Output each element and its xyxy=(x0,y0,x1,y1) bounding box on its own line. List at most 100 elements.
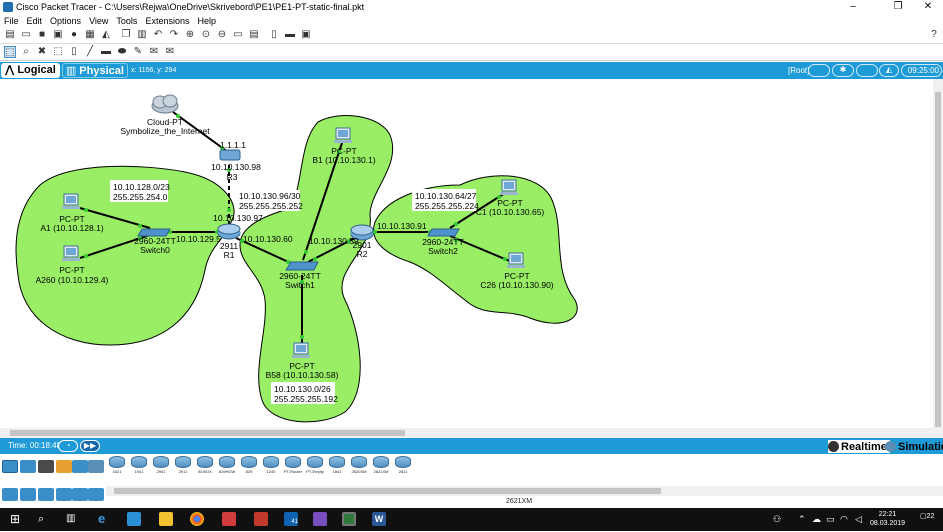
paste-icon[interactable]: ▥ xyxy=(137,29,147,40)
menu-view[interactable]: View xyxy=(89,15,109,26)
link-c26-switch2[interactable] xyxy=(449,235,513,263)
subcategory-routers-icon[interactable] xyxy=(2,488,18,501)
maximize-button[interactable]: ❐ xyxy=(893,1,903,12)
logical-workspace[interactable]: Cloud-PT Symbolize_the_Internet 1.1.1.1 … xyxy=(0,79,933,428)
custom-devices-icon[interactable]: ▤ xyxy=(249,29,259,40)
close-button[interactable]: ✕ xyxy=(923,1,933,12)
place-note-icon[interactable]: ▯ xyxy=(71,46,77,57)
category-connections-icon[interactable] xyxy=(56,460,72,473)
category-components-icon[interactable] xyxy=(38,460,54,473)
windows-start-icon[interactable]: ⊞ xyxy=(10,512,21,526)
network-label-r3-r1[interactable]: 10.10.130.96/30 255.255.255.252 xyxy=(236,190,303,211)
topology-canvas[interactable]: Cloud-PT Symbolize_the_Internet 1.1.1.1 … xyxy=(0,79,933,428)
battery-icon[interactable]: ▭ xyxy=(826,514,835,524)
network-info-icon[interactable]: ▦ xyxy=(85,29,95,40)
subcategory-wan-emu-icon[interactable] xyxy=(88,488,104,501)
device-1240[interactable]: 1240 xyxy=(260,456,282,476)
power-cycle-button[interactable]: ◔ xyxy=(58,440,78,452)
draw-rectangle-icon[interactable]: ▬ xyxy=(101,46,111,57)
cluster-lan-c[interactable] xyxy=(373,175,578,324)
device-2620xm[interactable]: 2620XM xyxy=(348,456,370,476)
draw-line-icon[interactable]: ╱ xyxy=(86,46,94,57)
device-829[interactable]: 829 xyxy=(238,456,260,476)
device-pt-router[interactable]: PT-Router xyxy=(282,456,304,476)
menu-help[interactable]: Help xyxy=(197,15,216,26)
switch-switch1[interactable]: 2960-24TT Switch1 xyxy=(279,261,321,290)
volume-icon[interactable]: ◁ xyxy=(855,514,862,524)
add-simple-pdu-icon[interactable]: ✉ xyxy=(149,46,159,57)
pc-b58[interactable]: PC-PT B58 (10.10.130.58) xyxy=(266,342,339,380)
notifications-icon[interactable]: ▢22 xyxy=(920,513,935,520)
freeform-icon[interactable]: ✎ xyxy=(133,46,143,57)
router-r2[interactable]: 2901 R2 10.10.130.59 10.10.130.91 xyxy=(309,221,427,259)
pc-a1[interactable]: PC-PT A1 (10.10.128.1) xyxy=(40,193,104,233)
category-end-devices-icon[interactable] xyxy=(20,460,36,473)
packet-tracer-taskbar-icon[interactable] xyxy=(342,512,356,526)
category-network-devices-icon[interactable] xyxy=(2,460,18,473)
show-hidden-icons[interactable]: ⌃ xyxy=(798,514,806,524)
switch-switch0[interactable]: 2960-24TT Switch0 xyxy=(134,228,176,255)
device-2901[interactable]: 2901 xyxy=(150,456,172,476)
zoom-out-icon[interactable]: ⊖ xyxy=(217,29,227,40)
menu-options[interactable]: Options xyxy=(50,15,82,26)
outlook-icon[interactable]: 41 xyxy=(284,512,298,526)
link-a1-switch0[interactable] xyxy=(79,207,151,229)
device-2911[interactable]: 2911 xyxy=(172,456,194,476)
camera-icon[interactable]: ▣ xyxy=(301,29,311,40)
device-4321[interactable]: 4321 xyxy=(106,456,128,476)
subcategory-hubs-icon[interactable] xyxy=(38,488,54,501)
app-icon[interactable] xyxy=(222,512,236,526)
onedrive-icon[interactable]: ☁ xyxy=(812,514,821,524)
help-icon[interactable]: ? xyxy=(931,29,937,40)
resize-shape-icon[interactable]: ⬚ xyxy=(53,46,63,57)
switch-switch2[interactable]: 2960-24TT Switch2 xyxy=(422,228,464,256)
horizontal-scrollbar[interactable] xyxy=(0,428,943,438)
router-r3[interactable]: 1.1.1.1 10.10.130.98 R3 xyxy=(211,140,261,182)
cloud-device[interactable]: Cloud-PT Symbolize_the_Internet xyxy=(120,94,210,136)
device-pt-empty[interactable]: PT-Empty xyxy=(304,456,326,476)
open-folder-icon[interactable]: ▭ xyxy=(21,29,31,40)
info-icon[interactable]: ● xyxy=(70,29,78,40)
link-c1-switch2[interactable] xyxy=(449,192,506,229)
new-file-icon[interactable]: ▤ xyxy=(5,29,15,40)
link-b1-switch1[interactable] xyxy=(302,142,343,261)
people-icon[interactable]: ⚇ xyxy=(773,514,782,524)
simulation-mode-button[interactable]: Simulation xyxy=(885,440,943,453)
store-icon[interactable] xyxy=(127,512,141,526)
realtime-mode-button[interactable]: Realtime xyxy=(828,440,890,453)
menu-file[interactable]: File xyxy=(4,15,19,26)
inspect-icon[interactable]: ⌕ xyxy=(23,46,29,57)
device-819hgw[interactable]: 819HGW xyxy=(216,456,238,476)
router-r1[interactable]: 10.10.130.97 2911 R1 10.10.129.5 10.10.1… xyxy=(176,213,293,260)
category-multiuser-icon[interactable] xyxy=(88,460,104,473)
pdf-reader-icon[interactable] xyxy=(254,512,268,526)
menu-edit[interactable]: Edit xyxy=(26,15,43,26)
vertical-scroll-thumb[interactable] xyxy=(935,92,941,427)
add-complex-pdu-icon[interactable]: ✉ xyxy=(165,46,175,57)
subcategory-wireless-icon[interactable] xyxy=(56,488,72,501)
search-icon[interactable]: ⌕ xyxy=(38,513,45,525)
tab-logical[interactable]: ⋀ Logical xyxy=(1,63,60,78)
tab-physical[interactable]: ▥ Physical xyxy=(61,63,128,78)
delete-icon[interactable]: ✖ xyxy=(37,46,47,57)
cluster-icon[interactable]: ▬ xyxy=(285,29,295,40)
device-2811[interactable]: 2811 xyxy=(392,456,414,476)
cluster-lan-a[interactable] xyxy=(15,165,235,346)
undo-icon[interactable]: ↶ xyxy=(153,29,163,40)
drawing-palette-icon[interactable]: ▭ xyxy=(233,29,243,40)
file-explorer-icon[interactable] xyxy=(159,512,173,526)
viewport-icon[interactable]: ◭ xyxy=(879,64,899,77)
device-819iox[interactable]: 819IOX xyxy=(194,456,216,476)
network-label-lan-b[interactable]: 10.10.130.0/26 255.255.255.192 xyxy=(271,382,338,404)
pc-c26[interactable]: PC-PT C26 (10.10.130.90) xyxy=(480,252,554,290)
visual-studio-icon[interactable] xyxy=(313,512,327,526)
select-icon[interactable]: ⬚ xyxy=(4,46,16,58)
horizontal-scroll-thumb[interactable] xyxy=(10,430,405,436)
menu-tools[interactable]: Tools xyxy=(116,15,138,26)
link-cloud-r3[interactable] xyxy=(172,111,229,153)
device-2621xm[interactable]: 2621XM xyxy=(370,456,392,476)
save-icon[interactable]: ■ xyxy=(38,29,46,40)
pc-c1[interactable]: PC-PT C1 (10.10.130.65) xyxy=(476,179,545,217)
root-label[interactable]: [Root] xyxy=(788,66,810,75)
edge-browser-icon[interactable]: e xyxy=(98,511,106,526)
